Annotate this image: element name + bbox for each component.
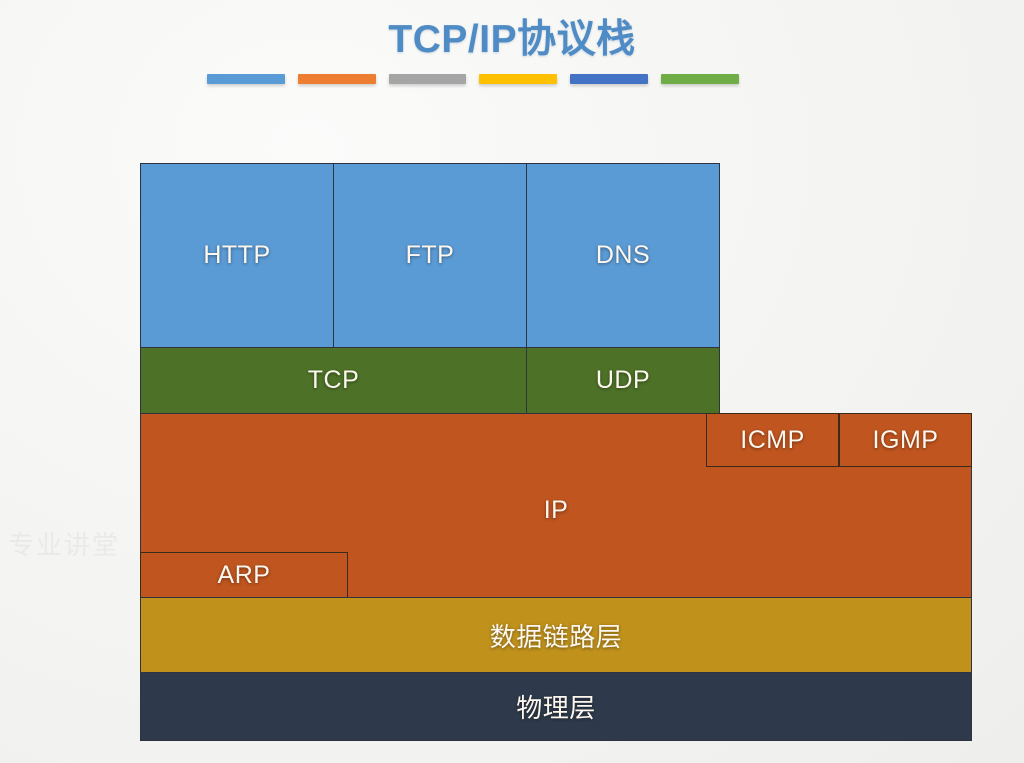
accent-bar-blue [207, 74, 285, 84]
protocol-box-arp: ARP [140, 552, 348, 598]
page-title: TCP/IP协议栈 [388, 18, 636, 61]
background-watermark: 专业讲堂 [8, 530, 121, 560]
accent-bar-group [207, 74, 739, 86]
accent-bar-yellow [479, 74, 558, 84]
accent-bar-gray [388, 74, 467, 84]
layer-box-data-link: 数据链路层 [140, 597, 972, 673]
accent-bar-green [661, 74, 739, 84]
protocol-box-tcp: TCP [140, 347, 527, 414]
layer-box-physical: 物理层 [140, 672, 972, 741]
protocol-box-icmp: ICMP [706, 413, 839, 467]
tcp-ip-stack-diagram: HTTP FTP DNS TCP UDP IP ICMP IGMP ARP 数据… [140, 163, 972, 741]
protocol-box-dns: DNS [526, 163, 720, 348]
protocol-box-ftp: FTP [333, 163, 527, 348]
accent-bar-orange [297, 74, 376, 84]
protocol-box-udp: UDP [526, 347, 720, 414]
protocol-box-igmp: IGMP [839, 413, 972, 467]
accent-bar-darkblue [570, 74, 649, 84]
protocol-box-http: HTTP [140, 163, 334, 348]
